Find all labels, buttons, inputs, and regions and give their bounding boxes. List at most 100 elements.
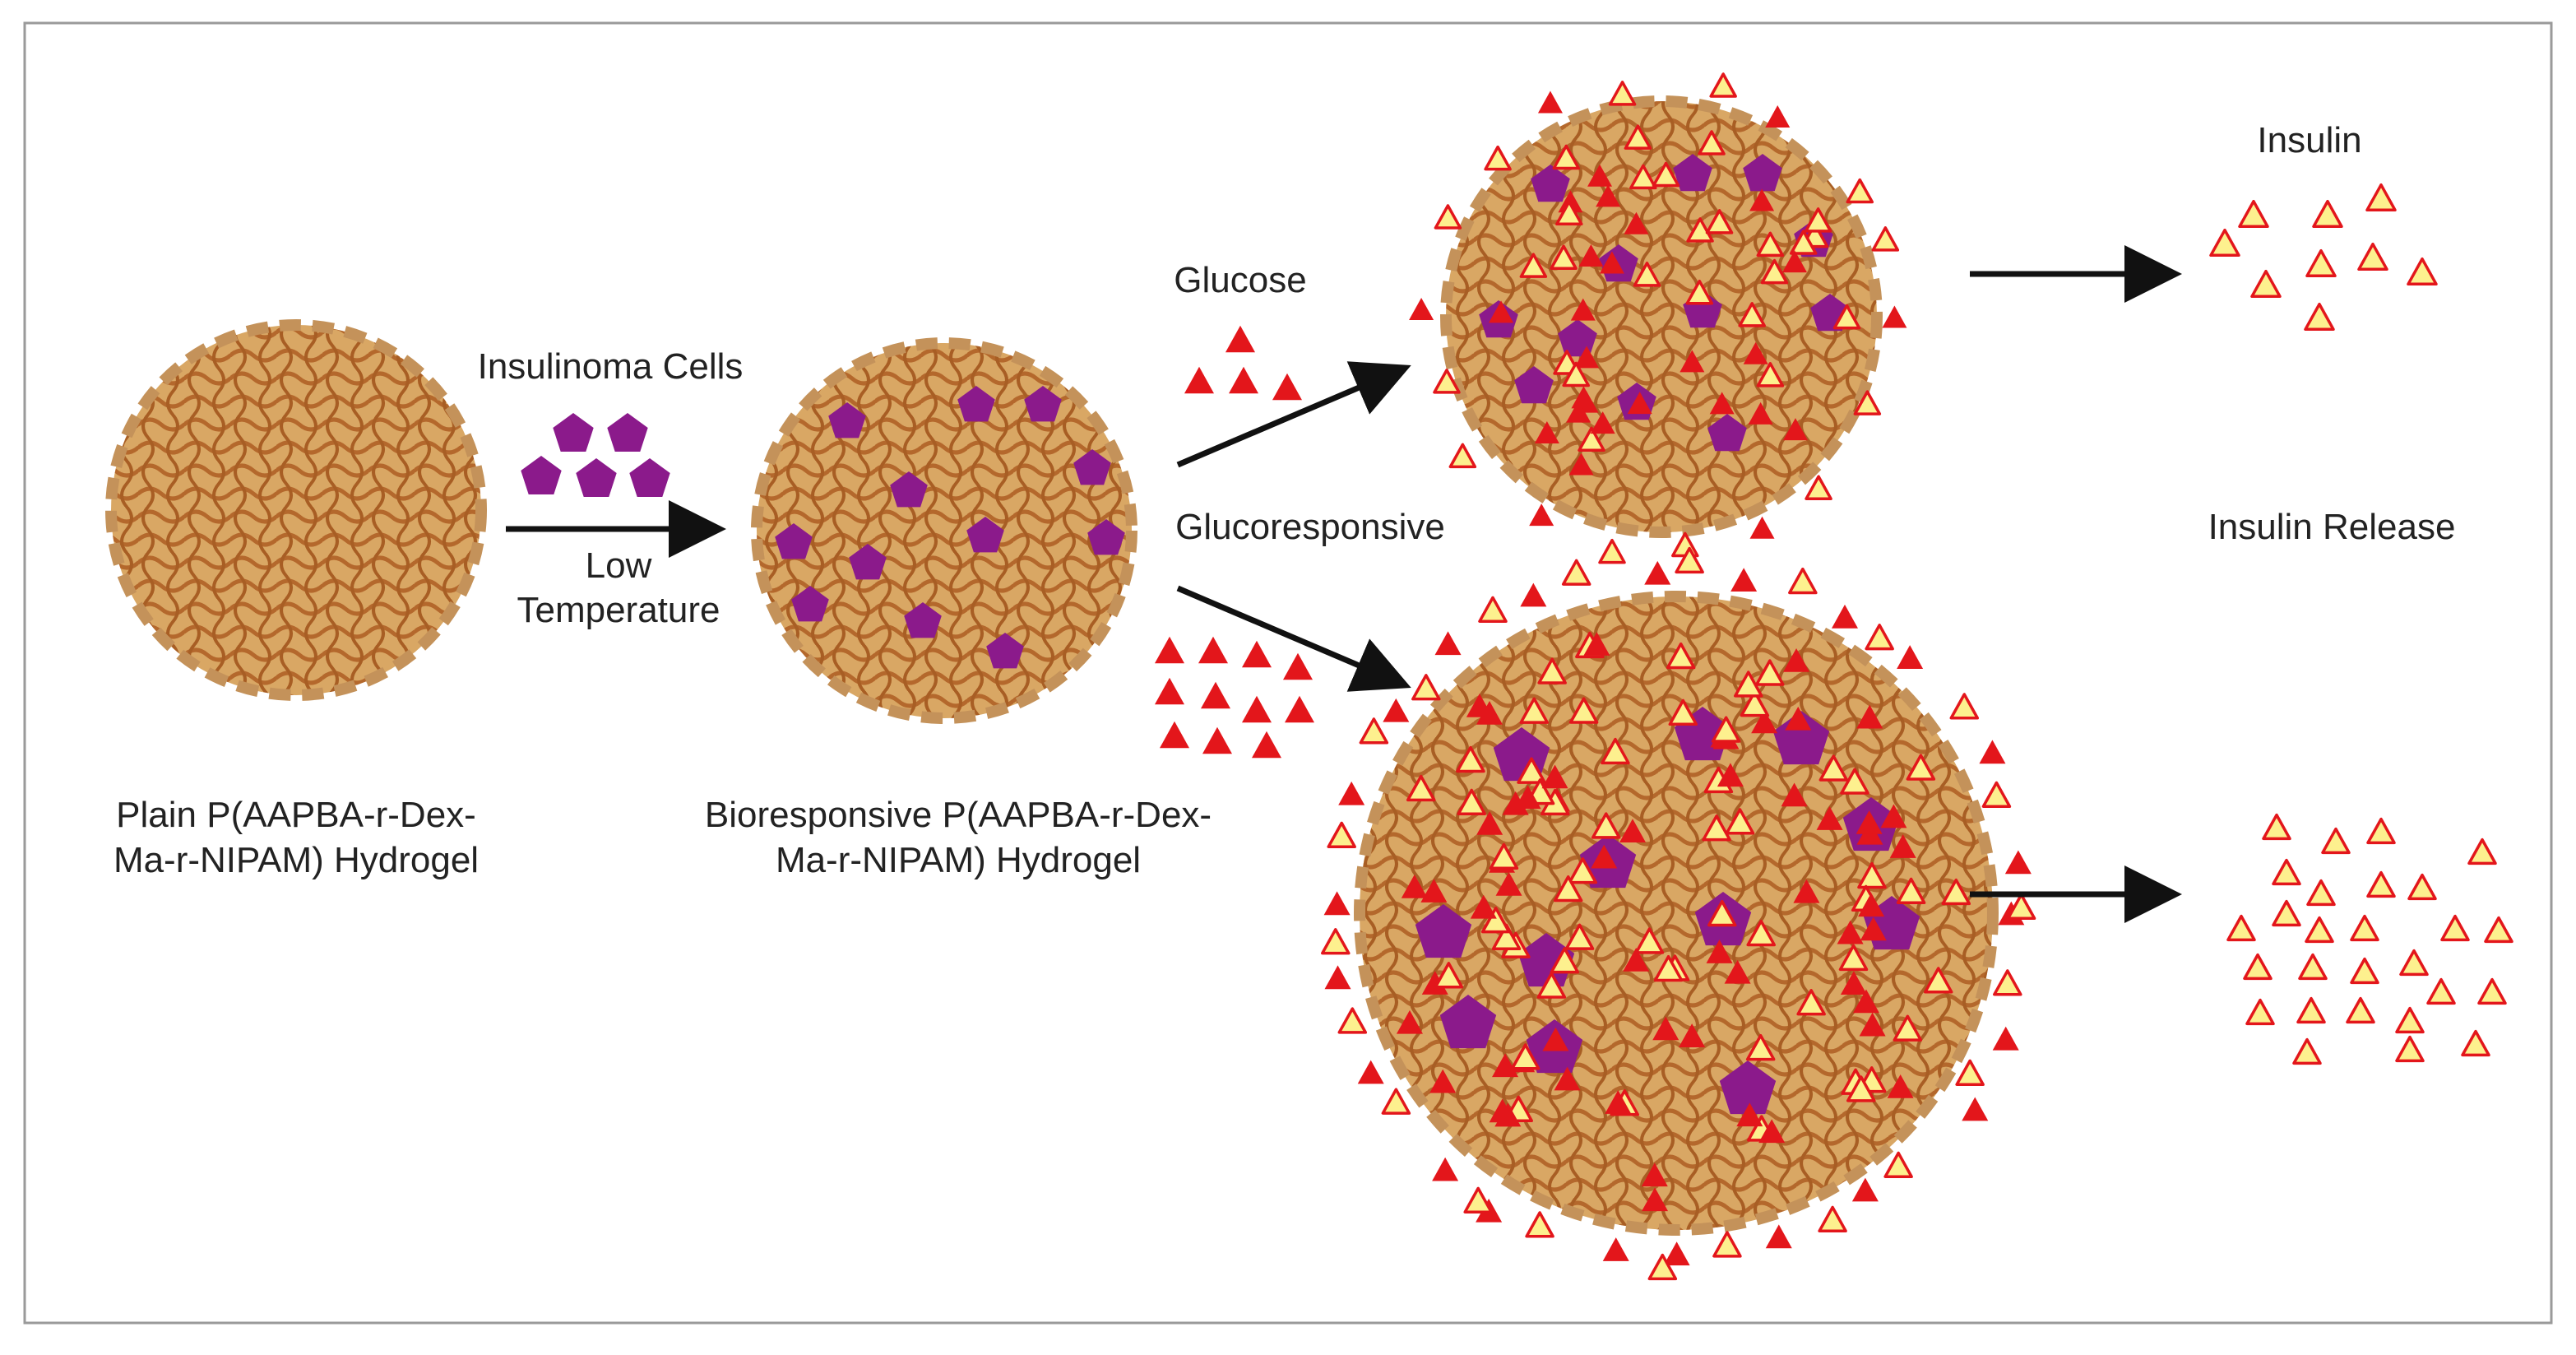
glucose-triangle-icon — [1155, 636, 1184, 664]
insulin-triangle-icon — [2395, 1006, 2425, 1034]
glucose-triangle-icon — [1748, 401, 1773, 425]
insulin-triangle-icon — [1564, 923, 1595, 950]
insulin-triangle-icon — [1709, 72, 1737, 98]
insulin-triangle-icon — [1321, 928, 1351, 955]
insulin-triangle-icon — [1949, 693, 1980, 720]
glucose-triangle-icon — [1619, 819, 1647, 843]
insulin-triangle-icon — [2226, 914, 2256, 942]
insulin-triangle-icon — [1591, 812, 1621, 839]
insulin-triangle-icon — [1480, 907, 1511, 934]
glucose-cluster-large — [1155, 636, 1314, 759]
insulin-cluster-top — [2209, 183, 2438, 332]
insulin-cluster-bottom — [2226, 813, 2513, 1065]
glucose-triangle-icon — [1992, 1026, 2019, 1051]
glucose-triangle-icon — [1880, 804, 1907, 828]
glucose-triangle-icon — [1962, 1097, 1989, 1121]
pentagon-cell-icon — [1073, 449, 1111, 485]
insulin-triangle-icon — [1740, 690, 1770, 717]
insulin-triangle-icon — [1525, 1211, 1554, 1238]
insulin-triangle-icon — [1712, 1231, 1742, 1258]
plain-hydrogel-caption-line1: Plain P(AAPBA-r-Dex- — [116, 795, 476, 835]
glucose-triangle-icon — [1476, 811, 1503, 835]
glucose-triangle-icon — [1160, 721, 1189, 749]
glucose-triangle-icon — [1583, 632, 1610, 656]
glucose-triangle-icon — [1590, 411, 1615, 434]
insulin-triangle-icon — [1568, 857, 1598, 884]
glucose-triangle-icon — [1568, 452, 1594, 476]
bioresponsive-hydrogel-caption-line2: Ma-r-NIPAM) Hydrogel — [776, 840, 1141, 880]
insulin-triangle-icon — [1406, 774, 1436, 802]
insulin-triangle-icon — [1789, 230, 1818, 255]
glucose-triangle-icon — [1781, 250, 1807, 273]
insulin-triangle-icon — [2366, 817, 2396, 845]
glucose-triangle-icon — [1383, 698, 1410, 722]
insulin-triangle-icon — [1537, 657, 1567, 684]
insulinoma-cells-label: Insulinoma Cells — [478, 346, 744, 387]
insulin-triangle-icon — [1853, 390, 1882, 415]
insulin-triangle-icon — [1668, 698, 1698, 726]
glucose-triangle-icon — [1765, 1224, 1792, 1249]
glucose-triangle-icon — [1534, 420, 1559, 443]
insulin-triangle-icon — [2250, 269, 2282, 299]
insulin-triangle-icon — [1411, 674, 1441, 701]
pentagon-cell-icon — [1087, 519, 1125, 555]
insulin-triangle-icon — [1510, 1043, 1541, 1070]
insulin-triangle-icon — [1865, 624, 1894, 651]
glucose-triangle-icon — [1242, 640, 1272, 668]
insulin-triangle-icon — [2467, 838, 2497, 865]
insulin-triangle-icon — [1955, 1059, 1985, 1086]
insulin-triangle-icon — [1491, 923, 1522, 951]
insulin-triangle-icon — [1624, 124, 1652, 150]
glucose-triangle-icon — [1401, 874, 1428, 898]
pentagon-cell-icon — [1772, 711, 1830, 765]
glucose-triangle-icon — [1624, 211, 1649, 234]
insulin-triangle-icon — [1993, 969, 2022, 996]
glucose-triangle-icon — [1736, 1102, 1763, 1127]
insulin-triangle-icon — [2243, 953, 2273, 981]
glucose-triangle-icon — [1494, 1102, 1522, 1127]
glucose-triangle-icon — [1889, 834, 1916, 858]
insulin-triangle-icon — [1746, 919, 1776, 947]
glucose-triangle-icon — [1679, 350, 1705, 373]
insulin-triangle-icon — [1734, 671, 1763, 698]
glucose-triangle-icon — [1644, 560, 1671, 585]
insulin-triangle-icon — [1489, 842, 1519, 870]
insulin-triangle-icon — [2395, 1035, 2425, 1063]
insulin-triangle-icon — [1725, 808, 1755, 835]
insulin-triangle-icon — [2365, 183, 2397, 212]
glucose-triangle-icon — [1717, 763, 1744, 787]
insulin-triangle-icon — [1484, 145, 1512, 171]
glucose-triangle-icon — [1782, 418, 1808, 441]
insulinoma-cell-cluster — [521, 413, 670, 497]
glucose-triangle-icon — [1831, 604, 1858, 629]
insulin-triangle-icon — [1893, 1014, 1923, 1042]
glucose-arrow-up — [1176, 361, 1411, 468]
insulin-triangle-icon — [1517, 757, 1546, 784]
insulin-triangle-icon — [2272, 899, 2301, 927]
insulin-triangle-icon — [1608, 81, 1637, 106]
glucose-triangle-icon — [1751, 709, 1778, 734]
glucose-triangle-icon — [1566, 400, 1591, 423]
insulin-triangle-icon — [1745, 1034, 1776, 1061]
pentagon-cell-icon — [957, 386, 995, 422]
insulin-triangle-icon — [1666, 642, 1696, 670]
insulin-triangle-icon — [2305, 916, 2334, 944]
glucose-triangle-icon — [1323, 891, 1351, 916]
figure-frame — [23, 21, 2553, 1325]
plain-hydrogel-sphere — [105, 319, 487, 701]
insulin-triangle-icon — [1711, 716, 1741, 743]
insulin-triangle-icon — [1337, 1007, 1368, 1034]
insulin-triangle-icon — [1555, 200, 1583, 226]
insulin-triangle-icon — [2399, 949, 2429, 977]
insulin-triangle-icon — [1818, 754, 1849, 782]
bioresponsive-hydrogel-caption-line1: Bioresponsive P(AAPBA-r-Dex- — [705, 795, 1212, 835]
glucose-triangle-icon — [1184, 366, 1214, 394]
pentagon-cell-icon — [1743, 154, 1782, 192]
glucose-triangle-icon — [1837, 920, 1864, 944]
insulin-triangle-icon — [1647, 1253, 1678, 1281]
pentagon-cell-icon — [576, 458, 617, 497]
insulin-triangle-icon — [2304, 302, 2335, 332]
glucose-triangle-icon — [1242, 695, 1272, 723]
pentagon-cell-icon — [890, 471, 928, 508]
insulin-triangle-icon — [2321, 827, 2351, 855]
